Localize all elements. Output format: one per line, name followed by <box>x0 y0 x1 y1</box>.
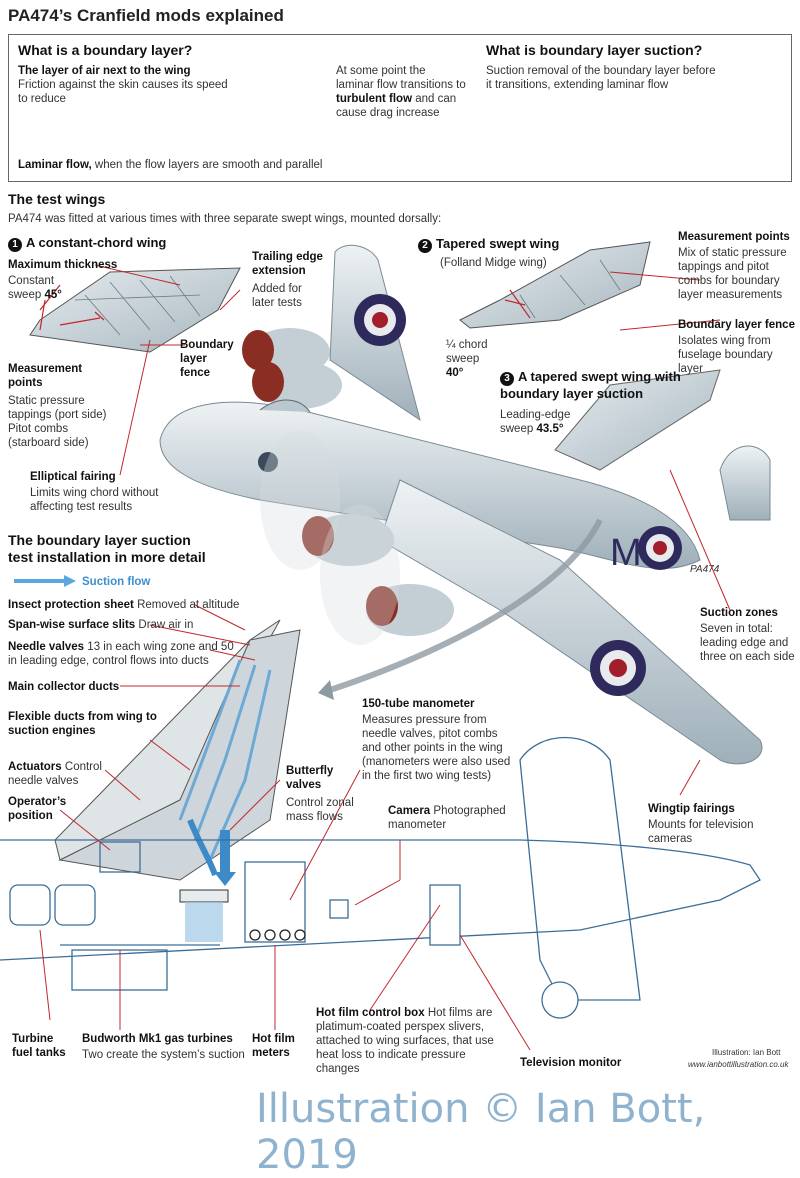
actuators-label: Actuators Control needle valves <box>8 761 102 787</box>
wing-1-graphic <box>29 267 241 353</box>
hot-film-control-label: Hot film control box Hot films are plati… <box>316 1007 494 1075</box>
max-thickness-label: Maximum thickness <box>8 259 118 271</box>
budworth-label: Two create the system’s suction <box>82 1049 245 1061</box>
constant-sweep-label: Constant sweep 45° <box>8 275 62 301</box>
blf1-label: Boundary layer fence <box>180 339 234 379</box>
flex-label: Flexible ducts from wing to suction engi… <box>8 711 157 737</box>
tv-monitor-label: Television monitor <box>520 1057 622 1069</box>
suction-zones-label: Seven in total: leading edge and three o… <box>700 623 795 663</box>
suction-zones-heading: Suction zones <box>700 607 778 619</box>
hot-film-meters-label: Hot film meters <box>252 1033 295 1059</box>
boundary-layer-box <box>8 34 792 182</box>
manometer-label: Measures pressure from needle valves, pi… <box>362 714 511 782</box>
blf2-heading: Boundary layer fence <box>678 319 795 331</box>
budworth-heading: Budworth Mk1 gas turbines <box>82 1033 233 1045</box>
operator-label: Operator’s position <box>8 796 67 822</box>
wingtip-label: Mounts for television cameras <box>648 819 754 845</box>
aircraft-serial: PA474 <box>690 564 720 575</box>
credit-small-1: Illustration: Ian Bott <box>712 1048 781 1057</box>
suction-flow-legend: Suction flow <box>82 576 151 588</box>
mp1-heading: Measurement points <box>8 363 83 389</box>
aircraft-graphic: M PA474 <box>159 244 771 765</box>
butterfly-heading: Butterfly valves <box>286 765 334 791</box>
artwork: M PA474 <box>0 84 771 1051</box>
chord-sweep-label: ¼ chord sweep 40° <box>446 339 488 379</box>
bls-label: Suction removal of the boundary layer be… <box>486 65 716 91</box>
needle-label: Needle valves 13 in each wing zone and 5… <box>8 641 234 667</box>
ef-heading: Elliptical fairing <box>30 471 116 483</box>
page-title: PA474’s Cranfield mods explained <box>8 6 284 25</box>
butterfly-label: Control zonal mass flows <box>286 797 354 823</box>
te-heading: Trailing edge extension <box>252 251 323 277</box>
bl-heading: What is a boundary layer? <box>18 42 193 58</box>
test-wings-heading: The test wings <box>8 191 106 207</box>
blf2-label: Isolates wing from fuselage boundary lay… <box>678 335 773 375</box>
camera-label: Camera Photographed manometer <box>388 805 506 831</box>
aircraft-code: M <box>610 532 642 574</box>
collector-label: Main collector ducts <box>8 681 120 693</box>
mp1-label: Static pressure tappings (port side) Pit… <box>8 395 107 449</box>
wingtip-heading: Wingtip fairings <box>648 803 735 815</box>
bl-laminar-label: Laminar flow, when the flow layers are s… <box>18 159 323 171</box>
manometer-heading: 150-tube manometer <box>362 698 475 710</box>
credit-small-2: www.ianbottillustration.co.uk <box>688 1060 789 1069</box>
mp2-heading: Measurement points <box>678 231 790 243</box>
wing-2-sub: (Folland Midge wing) <box>440 257 547 269</box>
fuselage-cutaway <box>0 736 761 1019</box>
le-sweep-label: Leading-edge sweep 43.5° <box>500 409 571 435</box>
credit-watermark: Illustration © Ian Bott, 2019 <box>256 1086 706 1178</box>
test-wings-sub: PA474 was fitted at various times with t… <box>8 213 442 225</box>
suction-wing-graphic <box>54 619 301 942</box>
bl-layer-label: The layer of air next to the wing Fricti… <box>18 65 228 105</box>
bl-transition-label: At some point the laminar flow transitio… <box>336 65 466 119</box>
slits-label: Span-wise surface slits Draw air in <box>8 619 194 631</box>
te-label: Added for later tests <box>252 283 302 309</box>
bls-heading: What is boundary layer suction? <box>486 42 703 58</box>
mp2-label: Mix of static pressure tappings and pito… <box>678 247 787 301</box>
wing-2-graphic <box>459 241 651 329</box>
installation-heading: The boundary layer suction test installa… <box>8 532 206 565</box>
ef-label: Limits wing chord without affecting test… <box>30 487 159 513</box>
turbine-fuel-label: Turbine fuel tanks <box>12 1033 66 1059</box>
insect-label: Insect protection sheet Removed at altit… <box>8 599 240 611</box>
